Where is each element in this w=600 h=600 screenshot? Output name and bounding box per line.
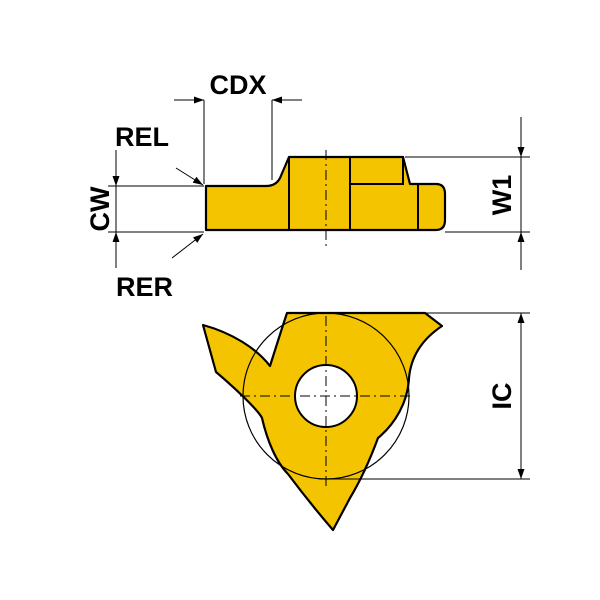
- cdx-label: CDX: [209, 70, 266, 100]
- rer-callout: RER: [116, 233, 204, 302]
- rel-callout: REL: [115, 122, 204, 186]
- cdx-dimension: CDX: [174, 70, 302, 184]
- w1-label: W1: [487, 175, 517, 216]
- rer-label: RER: [116, 272, 173, 302]
- side-view-top-pocket: [349, 156, 404, 185]
- ic-dimension: IC: [326, 312, 530, 480]
- top-view: [201, 311, 444, 532]
- cw-label: CW: [85, 186, 115, 231]
- ic-label: IC: [487, 383, 517, 410]
- cw-dimension: CW: [85, 150, 204, 268]
- side-view: [204, 150, 447, 250]
- w1-dimension: W1: [405, 117, 530, 270]
- rel-label: REL: [115, 122, 169, 152]
